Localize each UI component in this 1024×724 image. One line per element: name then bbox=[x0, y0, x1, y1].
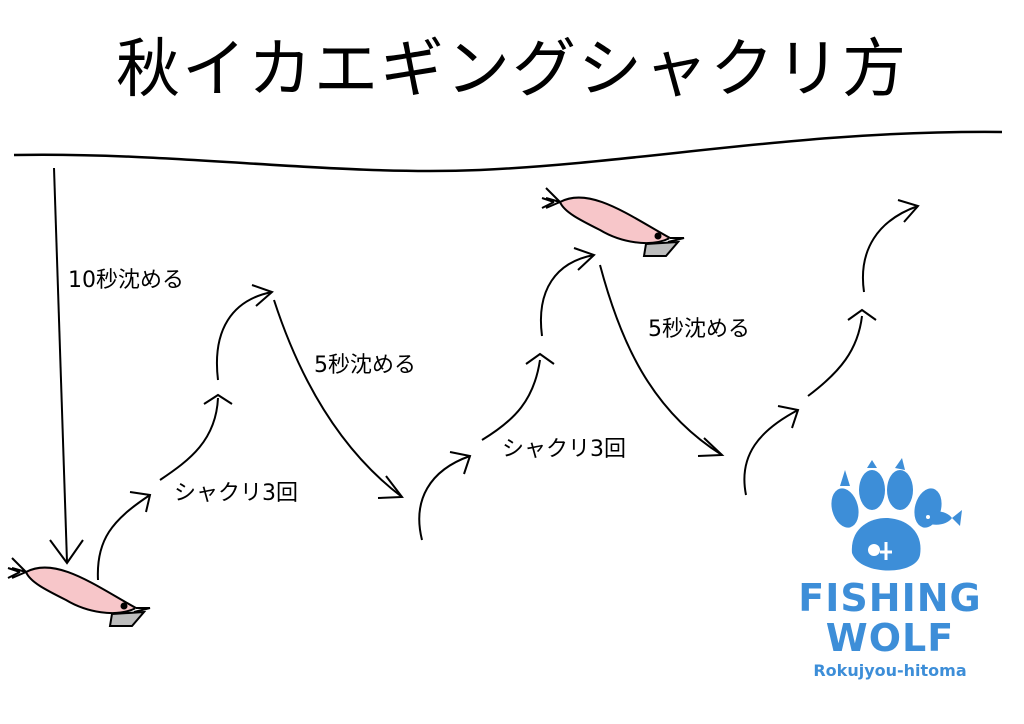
fishing-wolf-logo: FISHING WOLF Rokujyou-hitoma bbox=[790, 458, 990, 688]
label-jerk-3-2: シャクリ3回 bbox=[502, 437, 626, 462]
logo-text-line1: FISHING bbox=[798, 576, 982, 620]
egi-lure-bottom bbox=[7, 557, 151, 627]
jerk-arrows-1 bbox=[96, 284, 274, 581]
jerk-arrows-2 bbox=[418, 247, 596, 541]
label-sink-10s: 10秒沈める bbox=[68, 268, 184, 293]
water-surface bbox=[13, 130, 1003, 173]
sink-arrow-2 bbox=[599, 264, 725, 457]
label-sink-5s-1: 5秒沈める bbox=[314, 353, 416, 378]
page-title: 秋イカエギングシャクリ方 bbox=[116, 33, 908, 107]
jerk-arrows-3 bbox=[743, 199, 920, 496]
sink-arrow-1 bbox=[273, 299, 404, 499]
sink-arrow-initial bbox=[49, 167, 84, 565]
paw-fish-icon bbox=[831, 458, 962, 571]
egi-lure-top bbox=[541, 187, 685, 257]
label-sink-5s-2: 5秒沈める bbox=[648, 317, 750, 342]
logo-subtitle: Rokujyou-hitoma bbox=[813, 661, 967, 680]
logo-text-line2: WOLF bbox=[825, 616, 955, 660]
label-jerk-3-1: シャクリ3回 bbox=[174, 481, 298, 506]
